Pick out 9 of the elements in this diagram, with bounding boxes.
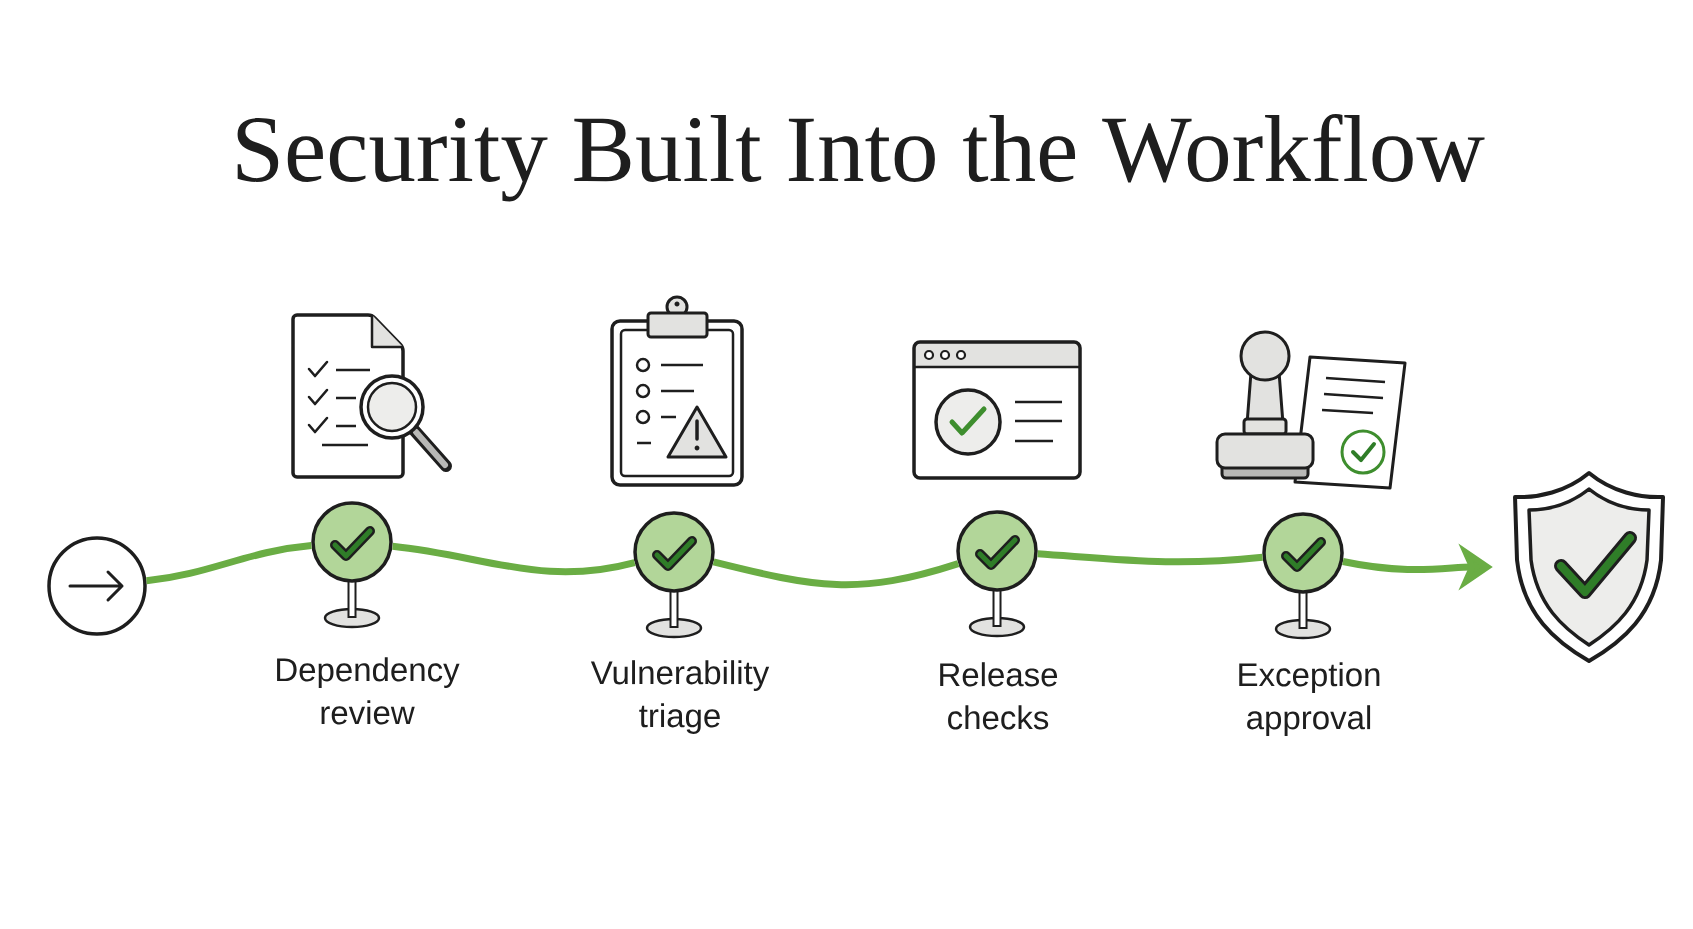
step-label: Exception approval [1239,662,1380,736]
step-label: Dependency review [277,657,460,725]
title: Security Built Into the Workflow [237,114,1485,202]
step-label: Vulnerability triage [590,660,770,734]
step-label: Release checks [940,662,1058,730]
flow-line [392,542,636,576]
shield [1513,471,1665,663]
flow-line [1037,550,1263,566]
flow-line [712,558,960,589]
